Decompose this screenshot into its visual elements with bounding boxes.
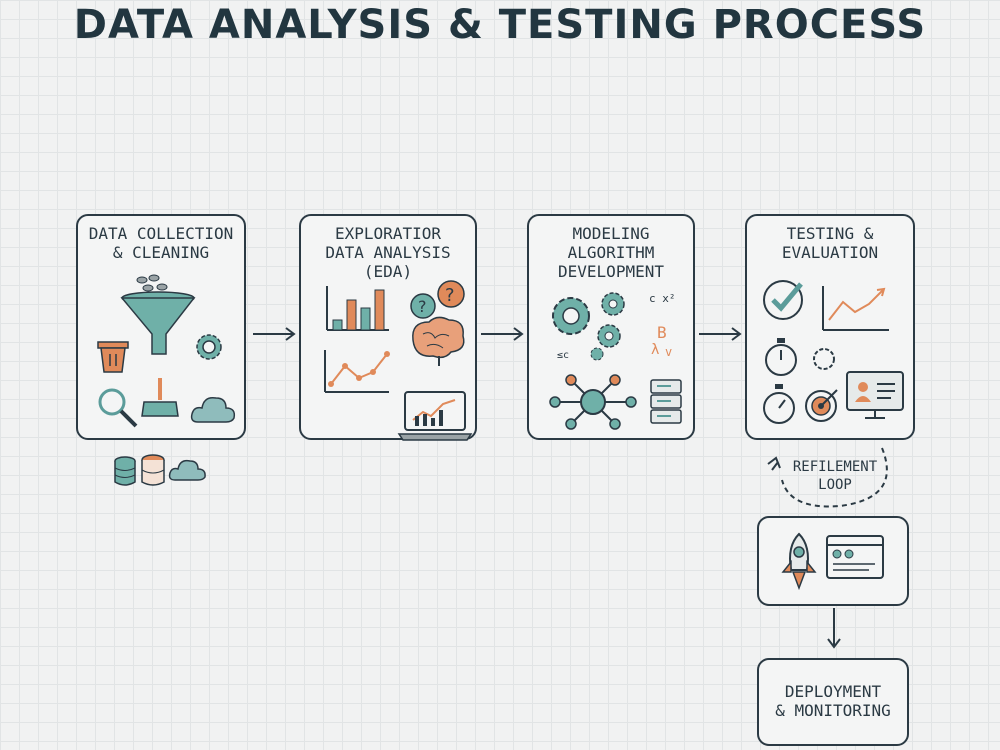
page-title: DATA ANALYSIS & TESTING PROCESS xyxy=(73,2,927,48)
flow-arrow xyxy=(699,327,742,341)
broom-icon xyxy=(141,378,179,417)
flow-arrow xyxy=(481,327,524,341)
stage-testing: TESTING & EVALUATION xyxy=(745,214,915,440)
magnifier-icon xyxy=(98,388,138,428)
server-icon xyxy=(650,379,682,424)
line-chart-icon xyxy=(324,350,390,393)
trend-chart-icon xyxy=(822,286,889,331)
flow-arrow-down xyxy=(827,608,841,649)
timer-icon xyxy=(763,384,795,424)
flow-arrow xyxy=(253,327,296,341)
laptop-chart-icon xyxy=(397,391,473,441)
stage-modeling: MODELING ALGORITHM DEVELOPMENT ≤c c x² B… xyxy=(527,214,695,440)
gears-icon: ≤c xyxy=(552,292,625,361)
settings-icon xyxy=(813,348,835,370)
monitor-user-icon xyxy=(846,371,904,419)
svg-text:≤c: ≤c xyxy=(557,350,569,361)
target-icon xyxy=(805,389,838,422)
stage-label: TESTING & EVALUATION xyxy=(781,224,879,262)
stage-label: EXPLORATIOR DATA ANALYSIS (EDA) xyxy=(325,224,451,281)
cloud-storage-icon xyxy=(168,459,206,481)
stage-label: MODELING ALGORITHM DEVELOPMENT xyxy=(558,224,664,281)
math-symbols-icon: c x² B λ v xyxy=(649,292,676,359)
trash-bin-icon xyxy=(97,341,129,373)
stage-data-collection: DATA COLLECTION & CLEANING xyxy=(76,214,246,440)
rocket-icon xyxy=(781,532,817,591)
svg-text:v: v xyxy=(665,345,672,359)
stopwatch-icon xyxy=(765,338,797,376)
stage-eda: EXPLORATIOR DATA ANALYSIS (EDA) ? ? xyxy=(299,214,477,441)
svg-text:λ: λ xyxy=(651,342,659,358)
browser-window-icon xyxy=(826,535,884,579)
refinement-loop-label: REFILEMENT LOOP xyxy=(792,459,878,493)
svg-text:?: ? xyxy=(445,285,455,306)
bar-chart-icon xyxy=(326,286,389,331)
checkmark-icon xyxy=(763,280,803,320)
stage-label: DATA COLLECTION & CLEANING xyxy=(88,224,234,262)
storage-icon xyxy=(141,454,165,486)
svg-text:c x²: c x² xyxy=(649,292,676,305)
refinement-loop-arrow xyxy=(767,447,888,508)
deployment-visual-box xyxy=(757,516,909,606)
brain-question-icon: ? ? xyxy=(410,280,465,366)
cloud-icon xyxy=(190,396,236,423)
stage-label: DEPLOYMENT & MONITORING xyxy=(775,682,891,720)
database-icon xyxy=(114,456,136,486)
svg-text:?: ? xyxy=(418,297,427,316)
funnel-icon xyxy=(120,274,196,355)
gear-icon xyxy=(196,334,222,360)
svg-text:B: B xyxy=(657,323,667,342)
network-icon xyxy=(549,374,637,430)
stage-deployment: DEPLOYMENT & MONITORING xyxy=(757,658,909,746)
